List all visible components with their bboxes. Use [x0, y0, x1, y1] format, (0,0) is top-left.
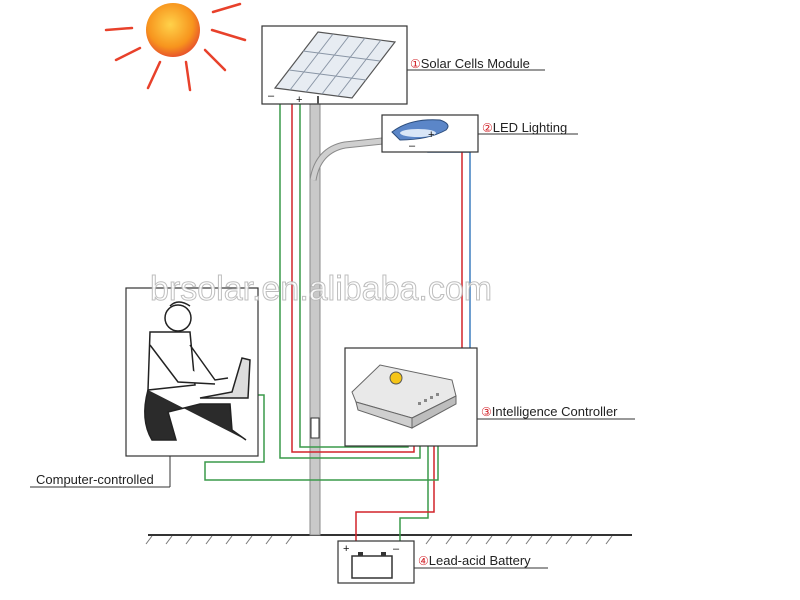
- controller-label: ③Intelligence Controller: [481, 404, 618, 419]
- person-with-laptop-icon: [144, 301, 251, 441]
- watermark-text: brsolar.en.alibaba.com: [150, 270, 492, 308]
- solar-label: ①Solar Cells Module: [410, 56, 530, 71]
- light-pole: [309, 99, 393, 536]
- computer-operator-box: [125, 287, 259, 457]
- computer-label: Computer-controlled: [36, 472, 154, 487]
- solar-label-text: Solar Cells Module: [421, 56, 530, 71]
- controller-label-number: ③: [481, 405, 492, 419]
- battery-box: + –: [337, 540, 415, 584]
- controller-label-text: Intelligence Controller: [492, 404, 618, 419]
- led-label-text: LED Lighting: [493, 120, 567, 135]
- battery-label: ④Lead-acid Battery: [418, 553, 531, 568]
- battery-label-number: ④: [418, 554, 429, 568]
- battery-plus-terminal: +: [343, 543, 349, 555]
- sun-icon: [104, 2, 247, 92]
- controller-box: [344, 347, 478, 447]
- led-minus-terminal: –: [409, 140, 416, 152]
- led-plus-terminal: +: [428, 129, 434, 141]
- solar-panel-box: – +: [261, 25, 408, 106]
- solar-label-number: ①: [410, 57, 421, 71]
- led-label-number: ②: [482, 121, 493, 135]
- led-lamp-box: – +: [381, 114, 479, 153]
- solar-minus-terminal: –: [268, 90, 275, 102]
- led-label: ②LED Lighting: [482, 120, 567, 135]
- leader-lines: [30, 69, 635, 569]
- solar-plus-terminal: +: [296, 94, 302, 106]
- battery-minus-terminal: –: [393, 543, 400, 555]
- ground-line: [145, 534, 632, 545]
- battery-label-text: Lead-acid Battery: [429, 553, 531, 568]
